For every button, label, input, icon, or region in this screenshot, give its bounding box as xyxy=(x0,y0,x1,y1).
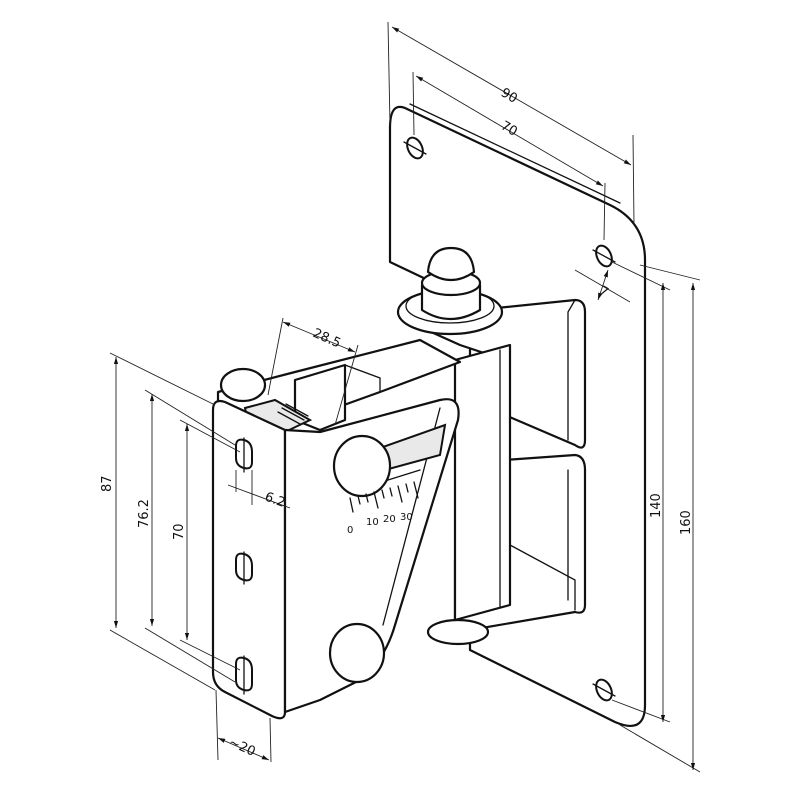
tilt-scale-label-10: 10 xyxy=(366,517,379,528)
hinge-arm xyxy=(396,246,587,646)
dim-hole-spacing-vertical: 140 xyxy=(649,493,664,518)
tilt-scale-label-20: 20 xyxy=(383,514,396,525)
tilt-scale: 0 10 20 30 xyxy=(347,481,419,536)
tilt-scale-label-30: 30 xyxy=(400,512,413,523)
speaker-bracket xyxy=(211,338,462,720)
dim-bracket-height: 87 xyxy=(100,475,115,492)
tilt-scale-label-0: 0 xyxy=(347,525,353,536)
dim-bracket-depth: ~20 xyxy=(226,735,257,760)
dim-plate-width: 90 xyxy=(498,85,520,106)
dim-arm-width: 28.5 xyxy=(310,326,343,351)
dimension-labels: 90 70 7 140 160 28.5 87 76.2 70 6.2 ~20 xyxy=(100,85,694,759)
dim-hole-spacing-horizontal: 70 xyxy=(498,118,520,139)
dim-slot-width: 6.2 xyxy=(263,490,288,511)
tilt-lock-knob-lower xyxy=(328,622,386,684)
dim-slot-spacing-inner: 70 xyxy=(172,523,187,540)
dim-slot-spacing-outer: 76.2 xyxy=(137,499,152,528)
dim-plate-height: 160 xyxy=(679,510,694,535)
dimension-lines xyxy=(109,21,701,773)
tilt-lock-knob-upper xyxy=(332,434,392,498)
